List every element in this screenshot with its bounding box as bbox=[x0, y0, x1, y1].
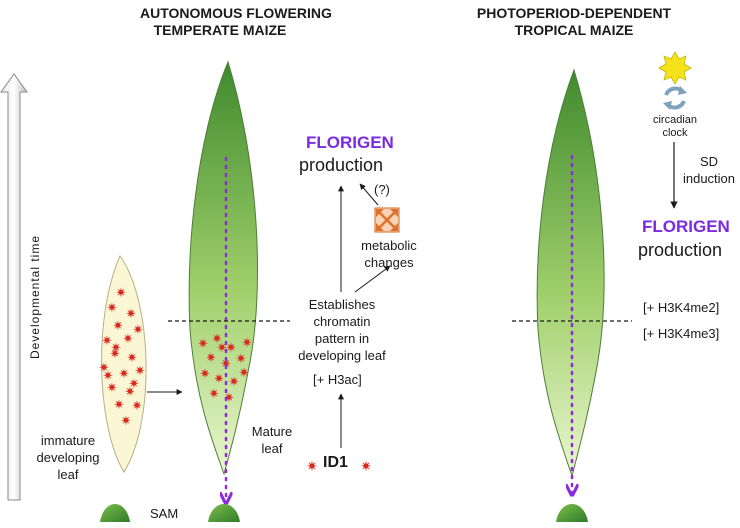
star-mark-icon: ✷ bbox=[119, 367, 130, 382]
star-mark-icon: ✷ bbox=[236, 352, 247, 367]
sd-induction-label: SD induction bbox=[676, 153, 740, 187]
right-title-line2: TROPICAL MAIZE bbox=[514, 22, 634, 38]
sam-shape-right bbox=[556, 504, 588, 522]
id1-star-left: ✷ bbox=[306, 459, 318, 475]
establishes-line2: chromatin bbox=[313, 314, 371, 329]
immature-leaf-marks: ✷✷✷✷✷✷✷✷✷✷✷✷✷✷✷✷✷✷✷✷ bbox=[99, 286, 146, 429]
metabolic-label: metabolic changes bbox=[357, 237, 421, 271]
star-mark-icon: ✷ bbox=[111, 341, 122, 356]
question-mark-label: (?) bbox=[374, 182, 390, 197]
star-mark-icon: ✷ bbox=[200, 367, 211, 382]
star-mark-icon: ✷ bbox=[135, 364, 146, 379]
sd-line1: SD bbox=[699, 154, 719, 169]
h3ac-label: [+ H3ac] bbox=[313, 372, 362, 387]
right-title-line1: PHOTOPERIOD-DEPENDENT bbox=[476, 5, 672, 21]
production-left: production bbox=[299, 155, 384, 175]
immature-leaf-label: immature developing leaf bbox=[28, 432, 108, 483]
mature-line1: Mature bbox=[251, 424, 293, 439]
star-mark-icon: ✷ bbox=[221, 357, 232, 372]
star-mark-icon: ✷ bbox=[125, 385, 136, 400]
star-mark-icon: ✷ bbox=[198, 337, 209, 352]
metabolic-arrows-icon bbox=[374, 207, 400, 233]
star-mark-icon: ✷ bbox=[126, 307, 137, 322]
florigen-right: FLORIGEN bbox=[642, 217, 730, 236]
establishes-line1: Establishes bbox=[308, 297, 376, 312]
sun-icon bbox=[658, 51, 692, 85]
metabolic-line2: changes bbox=[364, 255, 414, 270]
star-mark-icon: ✷ bbox=[206, 351, 217, 366]
star-mark-icon: ✷ bbox=[114, 398, 125, 413]
star-mark-icon: ✷ bbox=[129, 377, 140, 392]
star-mark-icon: ✷ bbox=[127, 351, 138, 366]
star-mark-icon: ✷ bbox=[212, 332, 223, 347]
star-mark-icon: ✷ bbox=[99, 361, 110, 376]
axis-label: Developmental time bbox=[28, 234, 42, 360]
star-mark-icon: ✷ bbox=[110, 347, 121, 362]
star-mark-icon: ✷ bbox=[123, 332, 134, 347]
sam-shape-left bbox=[100, 504, 130, 522]
immature-line2: developing bbox=[36, 450, 100, 465]
star-mark-icon: ✷ bbox=[132, 399, 143, 414]
circadian-line2: clock bbox=[662, 127, 688, 139]
mature-leaf-label: Mature leaf bbox=[250, 423, 294, 457]
metabolic-line1: metabolic bbox=[361, 238, 417, 253]
star-mark-icon: ✷ bbox=[209, 387, 220, 402]
arrow-metabolic-to-florigen bbox=[359, 183, 379, 206]
star-mark-icon: ✷ bbox=[224, 391, 235, 406]
star-mark-icon: ✷ bbox=[242, 336, 253, 351]
id1-star-right: ✷ bbox=[360, 459, 372, 475]
star-mark-icon: ✷ bbox=[103, 369, 114, 384]
circadian-line1: circadian bbox=[652, 114, 698, 126]
circadian-label: circadian clock bbox=[648, 114, 702, 140]
sam-shape-middle bbox=[208, 504, 240, 522]
star-mark-icon: ✷ bbox=[107, 381, 118, 396]
star-mark-icon: ✷ bbox=[113, 319, 124, 334]
right-title: PHOTOPERIOD-DEPENDENT TROPICAL MAIZE bbox=[476, 5, 672, 39]
establishes-line4: developing leaf bbox=[298, 348, 386, 363]
arrow-establishes-to-metabolic bbox=[354, 265, 391, 293]
star-mark-icon: ✷ bbox=[239, 366, 250, 381]
h3k4me2-label: [+ H3K4me2] bbox=[643, 300, 720, 315]
immature-line1: immature bbox=[40, 433, 96, 448]
sam-label: SAM bbox=[150, 506, 179, 521]
tropical-leaf-shape bbox=[536, 68, 605, 478]
mature-leaf-shape bbox=[188, 60, 258, 476]
left-title: AUTONOMOUS FLOWERING TEMPERATE MAIZE bbox=[140, 5, 332, 39]
production-right: production bbox=[638, 240, 723, 260]
star-mark-icon: ✷ bbox=[214, 372, 225, 387]
mature-line2: leaf bbox=[261, 441, 283, 456]
left-title-line1: AUTONOMOUS FLOWERING bbox=[140, 5, 332, 21]
establishes-line3: pattern in bbox=[314, 331, 370, 346]
sd-line2: induction bbox=[682, 171, 736, 186]
florigen-left: FLORIGEN bbox=[306, 133, 394, 152]
star-mark-icon: ✷ bbox=[102, 334, 113, 349]
immature-line3: leaf bbox=[57, 467, 79, 482]
h3k4me3-label: [+ H3K4me3] bbox=[643, 326, 720, 341]
left-title-line2: TEMPERATE MAIZE bbox=[153, 22, 287, 38]
developmental-time-axis bbox=[0, 73, 28, 501]
star-mark-icon: ✷ bbox=[133, 323, 144, 338]
id1-label: ID1 bbox=[323, 454, 348, 471]
establishes-label: Establishes chromatin pattern in develop… bbox=[292, 296, 392, 364]
star-mark-icon: ✷ bbox=[107, 301, 118, 316]
star-mark-icon: ✷ bbox=[226, 341, 237, 356]
star-mark-icon: ✷ bbox=[217, 341, 228, 356]
star-mark-icon: ✷ bbox=[121, 414, 132, 429]
star-mark-icon: ✷ bbox=[116, 286, 127, 301]
immature-leaf-shape bbox=[101, 254, 147, 473]
mature-leaf-marks: ✷✷✷✷✷✷✷✷✷✷✷✷✷✷ bbox=[198, 332, 253, 406]
circadian-cycle-icon bbox=[663, 86, 687, 110]
star-mark-icon: ✷ bbox=[229, 375, 240, 390]
